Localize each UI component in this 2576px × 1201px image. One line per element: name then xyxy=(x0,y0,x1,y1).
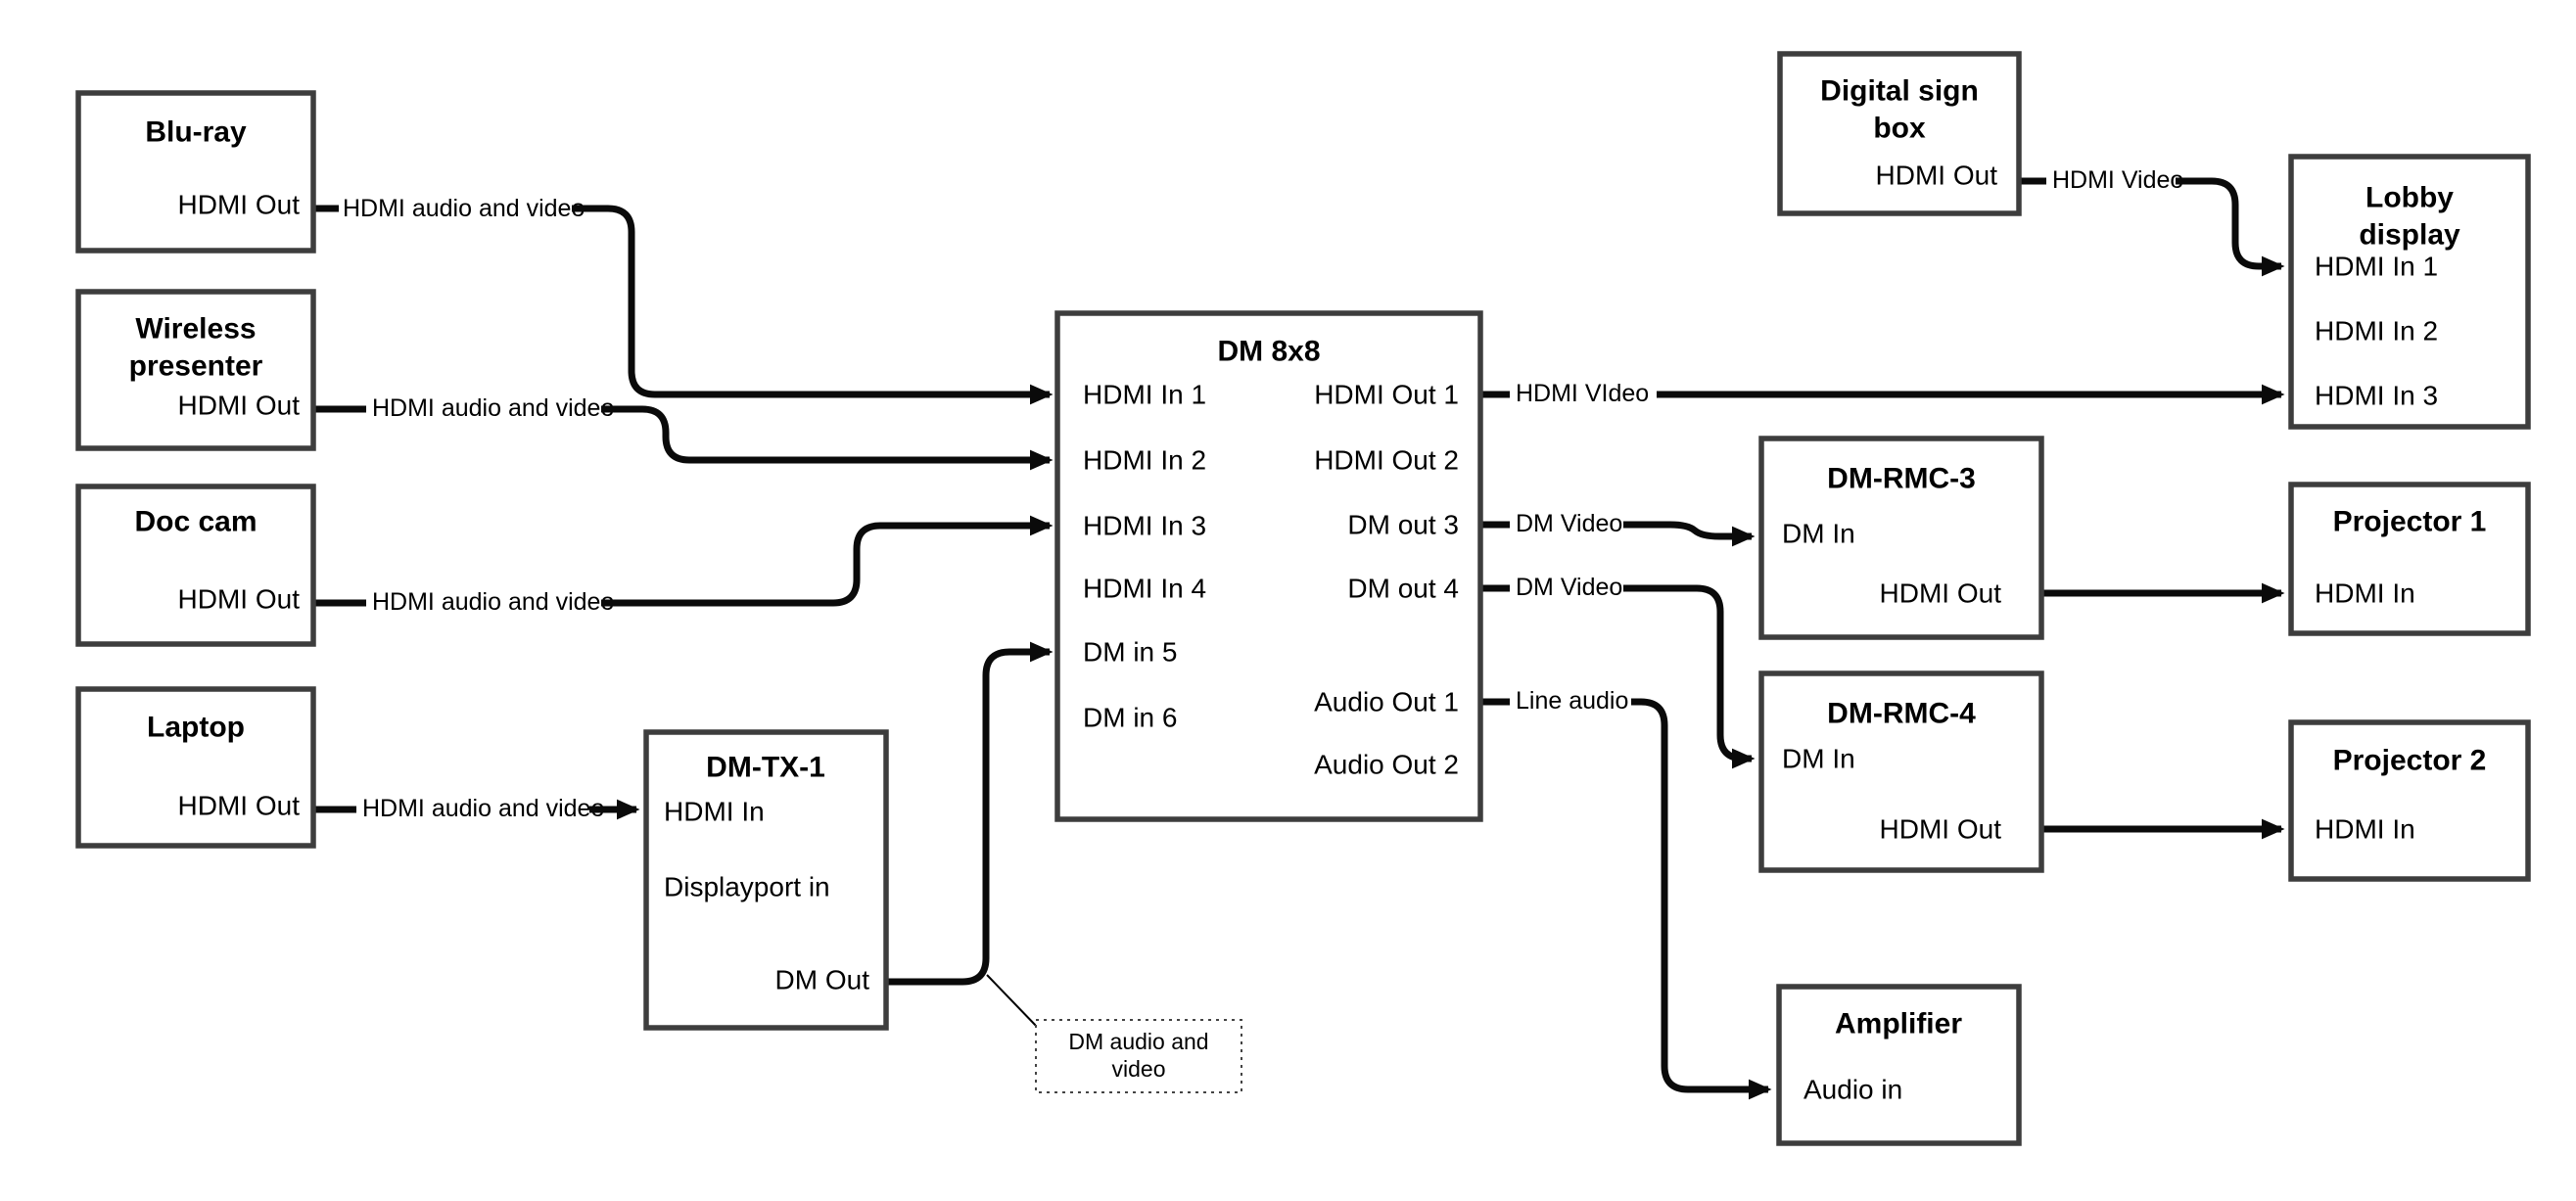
device-laptop: Laptop HDMI Out xyxy=(75,686,316,849)
device-dm-rmc-3-title: DM-RMC-3 xyxy=(1827,463,1976,495)
device-laptop-box xyxy=(75,686,316,849)
port-wireless-hdmi-out: HDMI Out xyxy=(178,391,301,421)
device-digital-sign-box-title-line2: box xyxy=(1873,113,1926,145)
wire-dm8x8-to-rmc3 xyxy=(1623,521,1756,547)
device-dm-tx-1: DM-TX-1 HDMI In Displayport in DM Out xyxy=(643,729,889,1031)
wires: HDMI audio and video HDMI audio and vide… xyxy=(313,166,2285,1100)
device-wireless-presenter-title-line2: presenter xyxy=(129,350,263,383)
port-dm-tx-1-displayport-in: Displayport in xyxy=(664,872,830,902)
wire-bluray-to-dm8x8 xyxy=(572,205,1054,405)
device-dm-rmc-4: DM-RMC-4 DM In HDMI Out xyxy=(1758,670,2044,873)
device-digital-sign-box-box xyxy=(1777,51,2022,216)
port-dm-8x8-dm-in-6: DM in 6 xyxy=(1083,703,1177,733)
device-laptop-title: Laptop xyxy=(147,712,245,744)
device-lobby-display-title-line2: display xyxy=(2359,219,2460,252)
device-projector-1: Projector 1 HDMI In xyxy=(2288,482,2531,636)
device-dm-rmc-3: DM-RMC-3 DM In HDMI Out xyxy=(1758,436,2044,640)
wire-label-dm-out4: DM Video xyxy=(1516,574,1622,601)
device-bluray-title: Blu-ray xyxy=(145,116,247,149)
device-wireless-presenter: Wireless presenter HDMI Out xyxy=(75,289,316,451)
wire-label-doccam: HDMI audio and video xyxy=(372,588,614,616)
port-dm-8x8-hdmi-out-1: HDMI Out 1 xyxy=(1314,380,1459,410)
wire-doccam-to-dm8x8 xyxy=(601,515,1054,607)
port-lobby-hdmi-in-1: HDMI In 1 xyxy=(2315,252,2438,282)
wire-label-laptop: HDMI audio and video xyxy=(362,795,604,822)
callout-text-line2: video xyxy=(1112,1056,1166,1082)
device-wireless-presenter-box xyxy=(75,289,316,451)
wire-label-bluray: HDMI audio and video xyxy=(343,195,585,222)
port-dm-tx-1-dm-out: DM Out xyxy=(775,965,870,995)
wire-dm8x8-to-amplifier xyxy=(1631,698,1772,1100)
port-dm-8x8-dm-out-4: DM out 4 xyxy=(1347,574,1459,604)
wire-label-dm-out3: DM Video xyxy=(1516,510,1622,537)
wire-label-wireless: HDMI audio and video xyxy=(372,394,614,422)
wire-digitalsign-to-lobby xyxy=(2176,177,2285,277)
port-dm-8x8-hdmi-out-2: HDMI Out 2 xyxy=(1314,445,1459,476)
port-digital-sign-hdmi-out: HDMI Out xyxy=(1876,161,1998,191)
callout-line xyxy=(986,974,1040,1030)
wire-label-audio-out1: Line audio xyxy=(1516,687,1628,715)
device-digital-sign-box: Digital sign box HDMI Out xyxy=(1777,51,2022,216)
device-amplifier-box xyxy=(1776,984,2022,1146)
callout-dm-audio-video: DM audio and video xyxy=(986,974,1242,1093)
port-dm-8x8-dm-out-3: DM out 3 xyxy=(1347,510,1459,540)
port-projector-2-hdmi-in: HDMI In xyxy=(2315,814,2415,845)
port-dm-rmc-3-dm-in: DM In xyxy=(1782,519,1855,549)
device-dm-tx-1-box xyxy=(643,729,889,1031)
device-doc-cam: Doc cam HDMI Out xyxy=(75,484,316,647)
wire-label-hdmi-out1: HDMI VIdeo xyxy=(1516,380,1649,407)
port-dm-8x8-hdmi-in-3: HDMI In 3 xyxy=(1083,511,1206,541)
port-dm-rmc-4-hdmi-out: HDMI Out xyxy=(1880,814,2002,845)
device-bluray-box xyxy=(75,90,316,254)
device-dm-rmc-4-title: DM-RMC-4 xyxy=(1827,698,1976,730)
port-laptop-hdmi-out: HDMI Out xyxy=(178,791,301,821)
device-lobby-display: Lobby display HDMI In 1 HDMI In 2 HDMI I… xyxy=(2288,154,2531,430)
port-dm-8x8-dm-in-5: DM in 5 xyxy=(1083,637,1177,668)
device-dm-8x8-box xyxy=(1054,310,1483,822)
port-dm-8x8-hdmi-in-2: HDMI In 2 xyxy=(1083,445,1206,476)
port-dm-tx-1-hdmi-in: HDMI In xyxy=(664,797,765,827)
port-projector-1-hdmi-in: HDMI In xyxy=(2315,578,2415,609)
port-dm-8x8-hdmi-in-1: HDMI In 1 xyxy=(1083,380,1206,410)
wire-dmtx1-to-dm8x8 xyxy=(886,641,1054,986)
device-digital-sign-box-title-line1: Digital sign xyxy=(1820,75,1979,108)
device-dm-8x8: DM 8x8 HDMI In 1 HDMI In 2 HDMI In 3 HDM… xyxy=(1054,310,1483,822)
port-lobby-hdmi-in-3: HDMI In 3 xyxy=(2315,381,2438,411)
port-bluray-hdmi-out: HDMI Out xyxy=(178,190,301,220)
device-dm-rmc-4-box xyxy=(1758,670,2044,873)
wire-wireless-to-dm8x8 xyxy=(601,405,1054,471)
port-dm-8x8-audio-out-2: Audio Out 2 xyxy=(1314,750,1459,780)
device-projector-2-box xyxy=(2288,719,2531,882)
callout-box xyxy=(1035,1019,1242,1093)
device-lobby-display-title-line1: Lobby xyxy=(2365,182,2454,214)
device-amplifier: Amplifier Audio in xyxy=(1776,984,2022,1146)
device-dm-8x8-title: DM 8x8 xyxy=(1217,336,1320,368)
port-dm-8x8-audio-out-1: Audio Out 1 xyxy=(1314,687,1459,717)
port-dm-rmc-3-hdmi-out: HDMI Out xyxy=(1880,578,2002,609)
device-amplifier-title: Amplifier xyxy=(1835,1008,1962,1040)
device-projector-1-title: Projector 1 xyxy=(2333,506,2487,538)
wire-label-digitalsign: HDMI Video xyxy=(2052,166,2183,194)
port-doc-cam-hdmi-out: HDMI Out xyxy=(178,584,301,615)
port-dm-rmc-4-dm-in: DM In xyxy=(1782,744,1855,774)
device-projector-2-title: Projector 2 xyxy=(2333,745,2487,777)
callout-text-line1: DM audio and xyxy=(1068,1029,1208,1054)
device-dm-rmc-3-box xyxy=(1758,436,2044,640)
wire-dm8x8-to-rmc4 xyxy=(1623,584,1756,769)
device-wireless-presenter-title-line1: Wireless xyxy=(135,313,256,346)
port-amplifier-audio-in: Audio in xyxy=(1803,1075,1902,1105)
device-doc-cam-box xyxy=(75,484,316,647)
port-lobby-hdmi-in-2: HDMI In 2 xyxy=(2315,316,2438,346)
device-projector-1-box xyxy=(2288,482,2531,636)
device-projector-2: Projector 2 HDMI In xyxy=(2288,719,2531,882)
device-bluray: Blu-ray HDMI Out xyxy=(75,90,316,254)
port-dm-8x8-hdmi-in-4: HDMI In 4 xyxy=(1083,574,1206,604)
device-dm-tx-1-title: DM-TX-1 xyxy=(706,752,825,784)
device-lobby-display-box xyxy=(2288,154,2531,430)
device-doc-cam-title: Doc cam xyxy=(134,506,257,538)
